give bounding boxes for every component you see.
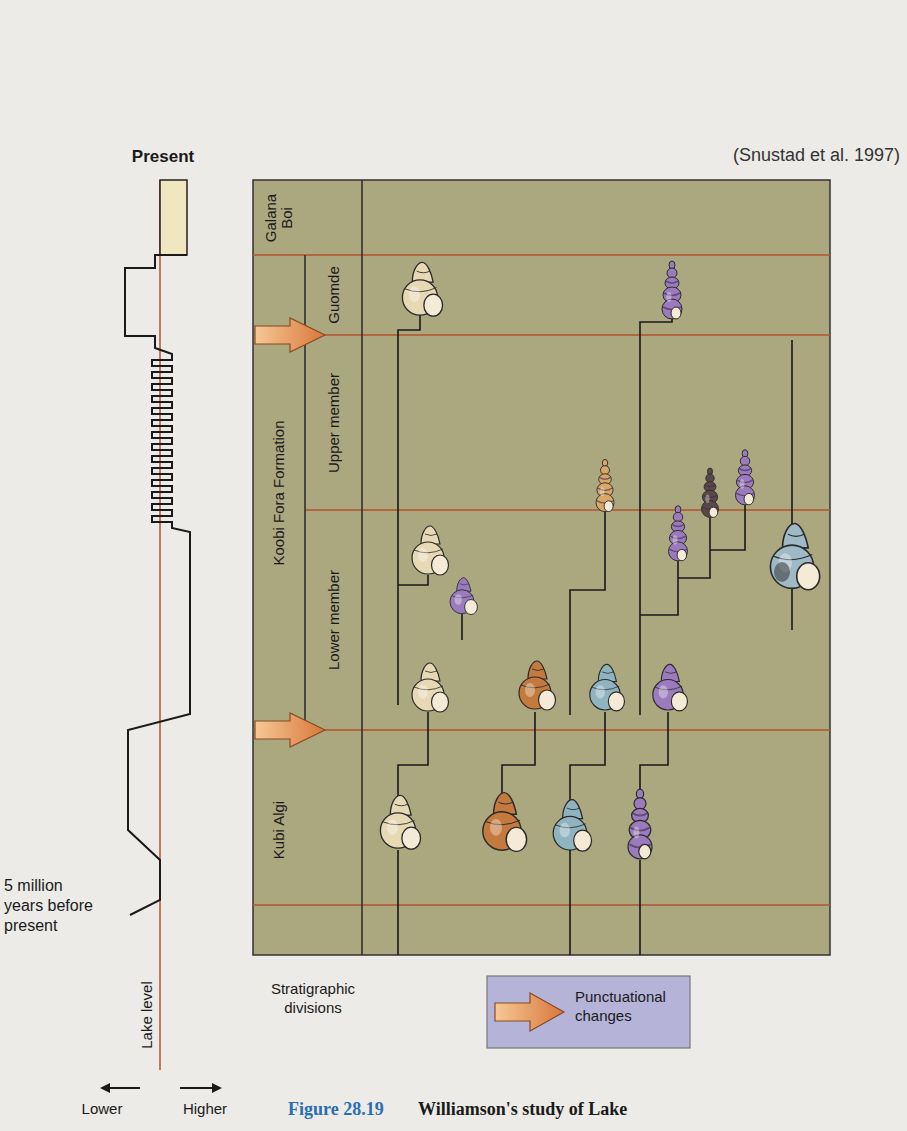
column-label: Stratigraphic divisions	[253, 980, 373, 1018]
stratigraphic-division: Kubi Algi	[253, 730, 305, 930]
stratigraphic-division: Lower member	[305, 510, 362, 730]
time-label: 5 million years before present	[4, 876, 104, 936]
axis-label: Lower	[72, 1100, 132, 1119]
legend-text: Punctuational changes	[575, 988, 685, 1026]
stratigraphic-division: Koobi Fora Formation	[253, 255, 305, 730]
axis-label: Higher	[170, 1100, 240, 1119]
time-label: Present	[108, 146, 218, 167]
figure-caption: Williamson's study of Lake	[418, 1098, 627, 1121]
lake-level-graph	[125, 180, 190, 1070]
stratigraphic-division: Galana Boi	[253, 180, 305, 255]
lineage-lines	[398, 315, 792, 955]
division-name: Galana Boi	[263, 187, 295, 249]
axis-label: Lake level	[138, 981, 157, 1049]
punctuation-arrows	[255, 318, 325, 747]
division-name: Koobi Fora Formation	[271, 420, 287, 565]
direction-arrows	[100, 1083, 222, 1093]
legend-box	[487, 976, 690, 1048]
stratigraphic-division: Guomde	[305, 255, 362, 335]
division-name: Kubi Algi	[271, 801, 287, 859]
division-name: Upper member	[326, 372, 342, 472]
stratigraphy-panel	[253, 180, 830, 955]
division-name: Guomde	[326, 266, 342, 324]
division-name: Lower member	[326, 570, 342, 670]
stratigraphic-division: Upper member	[305, 335, 362, 510]
snail-shells	[380, 261, 819, 859]
source-note: (Snustad et al. 1997)	[600, 144, 900, 167]
figure-number: Figure 28.19	[288, 1098, 384, 1121]
